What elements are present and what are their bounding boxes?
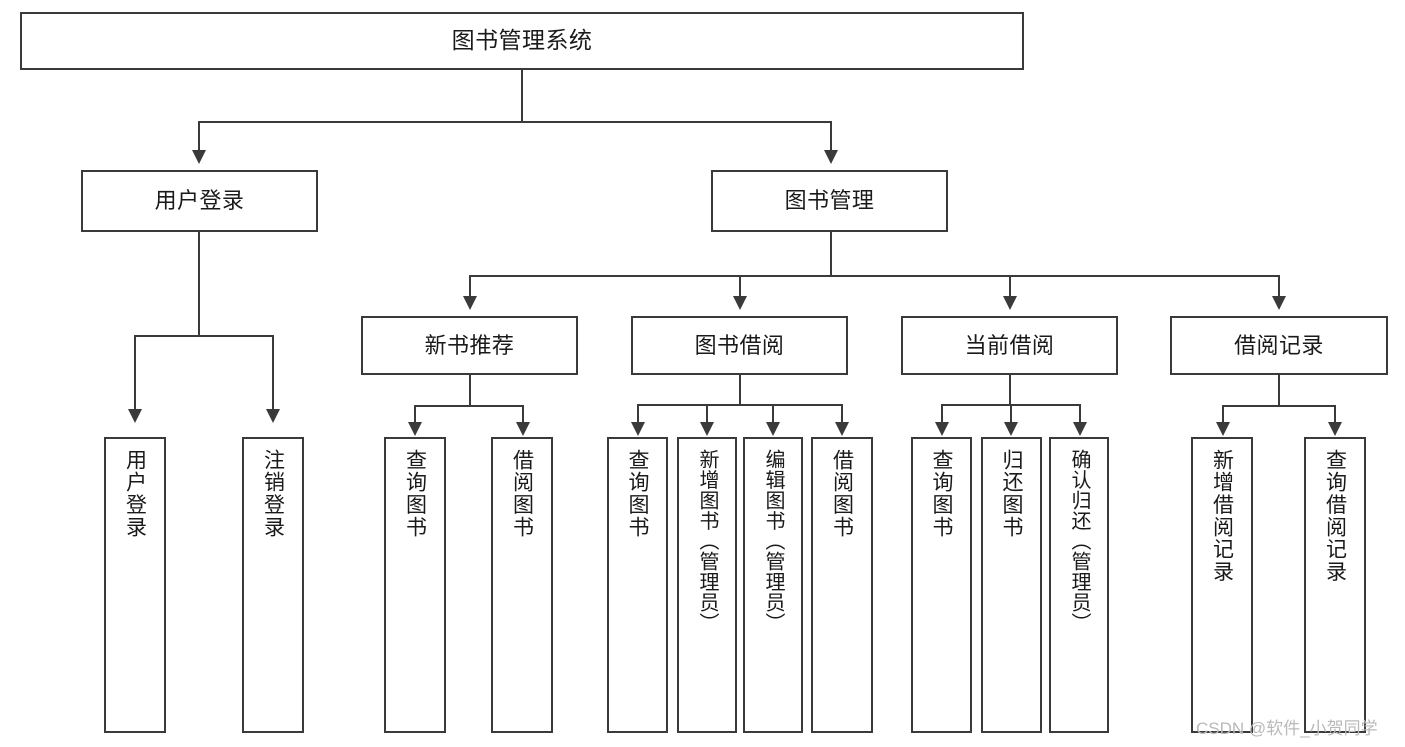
edge-drop-new-book-recommend [469, 275, 471, 297]
edge-user-login-bus [134, 335, 272, 337]
node-label: 编辑图书（管理员） [762, 449, 784, 633]
leaf-current-borrow-confirm-return-admin[interactable]: 确认归还（管理员） [1049, 437, 1109, 733]
leaf-book-borrow-borrow-book[interactable]: 借阅图书 [811, 437, 873, 733]
edge-br-drop-1 [1222, 405, 1224, 423]
node-label: 新增图书（管理员） [696, 449, 718, 633]
leaf-current-borrow-return-book[interactable]: 归还图书 [981, 437, 1042, 733]
arrowhead-cb-leaf-3 [1073, 422, 1087, 436]
node-new-book-recommend[interactable]: 新书推荐 [361, 316, 578, 375]
watermark-text: CSDN @软件_小贺同学 [1196, 719, 1378, 738]
edge-current-borrow-stem [1009, 375, 1011, 406]
edge-bb-drop-3 [772, 404, 774, 423]
leaf-book-borrow-query-book[interactable]: 查询图书 [607, 437, 668, 733]
leaf-borrow-record-query-record[interactable]: 查询借阅记录 [1304, 437, 1366, 733]
arrowhead-bb-leaf-3 [766, 422, 780, 436]
edge-drop-current-borrow [1009, 275, 1011, 297]
edge-cb-drop-2 [1010, 404, 1012, 423]
edge-nbr-drop-2 [522, 405, 524, 423]
arrowhead-user-login-leaf-1 [128, 409, 142, 423]
node-label: 借阅图书 [510, 449, 534, 539]
leaf-borrow-record-add-record[interactable]: 新增借阅记录 [1191, 437, 1253, 733]
arrowhead-br-leaf-2 [1328, 422, 1342, 436]
node-label: 图书管理 [784, 188, 875, 214]
arrowhead-new-book-recommend [463, 296, 477, 310]
edge-book-management-stem [830, 232, 832, 276]
arrowhead-user-login-leaf-2 [266, 409, 280, 423]
leaf-new-book-recommend-query-book[interactable]: 查询图书 [384, 437, 446, 733]
arrowhead-bb-leaf-2 [700, 422, 714, 436]
leaf-book-borrow-edit-book-admin[interactable]: 编辑图书（管理员） [743, 437, 803, 733]
leaf-book-borrow-add-book-admin[interactable]: 新增图书（管理员） [677, 437, 737, 733]
node-label: 确认归还（管理员） [1068, 449, 1090, 633]
edge-drop-book-borrow [739, 275, 741, 297]
arrowhead-bb-leaf-4 [835, 422, 849, 436]
arrowhead-cb-leaf-1 [935, 422, 949, 436]
edge-nbr-drop-1 [414, 405, 416, 423]
edge-cb-drop-3 [1079, 404, 1081, 423]
edge-borrow-record-bus [1222, 405, 1336, 407]
leaf-user-login-login[interactable]: 用户登录 [104, 437, 166, 733]
arrowhead-user-login [192, 150, 206, 164]
node-label: 新书推荐 [424, 332, 515, 358]
leaf-new-book-recommend-borrow-book[interactable]: 借阅图书 [491, 437, 553, 733]
edge-book-borrow-bus [637, 404, 843, 406]
leaf-user-login-logout[interactable]: 注销登录 [242, 437, 304, 733]
arrowhead-nbr-leaf-2 [516, 422, 530, 436]
edge-borrow-record-stem [1278, 375, 1280, 406]
edge-level2-bus [198, 121, 832, 123]
edge-level3-bus [469, 275, 1280, 277]
node-label: 当前借阅 [964, 332, 1055, 358]
node-label: 新增借阅记录 [1210, 449, 1234, 583]
node-label: 图书借阅 [694, 332, 785, 358]
leaf-current-borrow-query-book[interactable]: 查询图书 [911, 437, 972, 733]
node-label: 借阅记录 [1234, 332, 1324, 358]
node-book-management[interactable]: 图书管理 [711, 170, 948, 232]
node-root-book-management-system[interactable]: 图书管理系统 [20, 12, 1024, 70]
node-user-login[interactable]: 用户登录 [81, 170, 318, 232]
edge-drop-user-login [198, 121, 200, 151]
edge-bb-drop-1 [637, 404, 639, 423]
node-label: 查询图书 [626, 449, 649, 539]
node-current-borrow[interactable]: 当前借阅 [901, 316, 1118, 375]
node-label: 注销登录 [261, 449, 285, 539]
node-label: 用户登录 [154, 188, 245, 214]
edge-user-login-drop-1 [134, 335, 136, 410]
edge-user-login-drop-2 [272, 335, 274, 410]
arrowhead-nbr-leaf-1 [408, 422, 422, 436]
edge-user-login-stem [198, 232, 200, 336]
edge-bb-drop-2 [706, 404, 708, 423]
edge-drop-borrow-record [1278, 275, 1280, 297]
node-label: 图书管理系统 [451, 27, 593, 54]
node-book-borrow[interactable]: 图书借阅 [631, 316, 848, 375]
edge-cb-drop-1 [941, 404, 943, 423]
arrowhead-book-borrow [733, 296, 747, 310]
edge-book-borrow-stem [739, 375, 741, 406]
node-label: 查询图书 [403, 449, 427, 539]
edge-drop-book-management [830, 121, 832, 151]
node-label: 借阅图书 [830, 449, 854, 539]
edge-root-stem [521, 70, 523, 122]
arrowhead-book-management [824, 150, 838, 164]
node-label: 用户登录 [123, 449, 147, 539]
arrowhead-bb-leaf-1 [631, 422, 645, 436]
edge-new-book-recommend-bus [414, 405, 524, 407]
node-label: 查询图书 [930, 449, 953, 539]
edge-br-drop-2 [1334, 405, 1336, 423]
node-label: 查询借阅记录 [1323, 449, 1347, 583]
arrowhead-cb-leaf-2 [1004, 422, 1018, 436]
arrowhead-current-borrow [1003, 296, 1017, 310]
node-borrow-record[interactable]: 借阅记录 [1170, 316, 1388, 375]
edge-bb-drop-4 [841, 404, 843, 423]
node-label: 归还图书 [1000, 449, 1023, 539]
edge-new-book-recommend-stem [469, 375, 471, 406]
arrowhead-br-leaf-1 [1216, 422, 1230, 436]
arrowhead-borrow-record [1272, 296, 1286, 310]
